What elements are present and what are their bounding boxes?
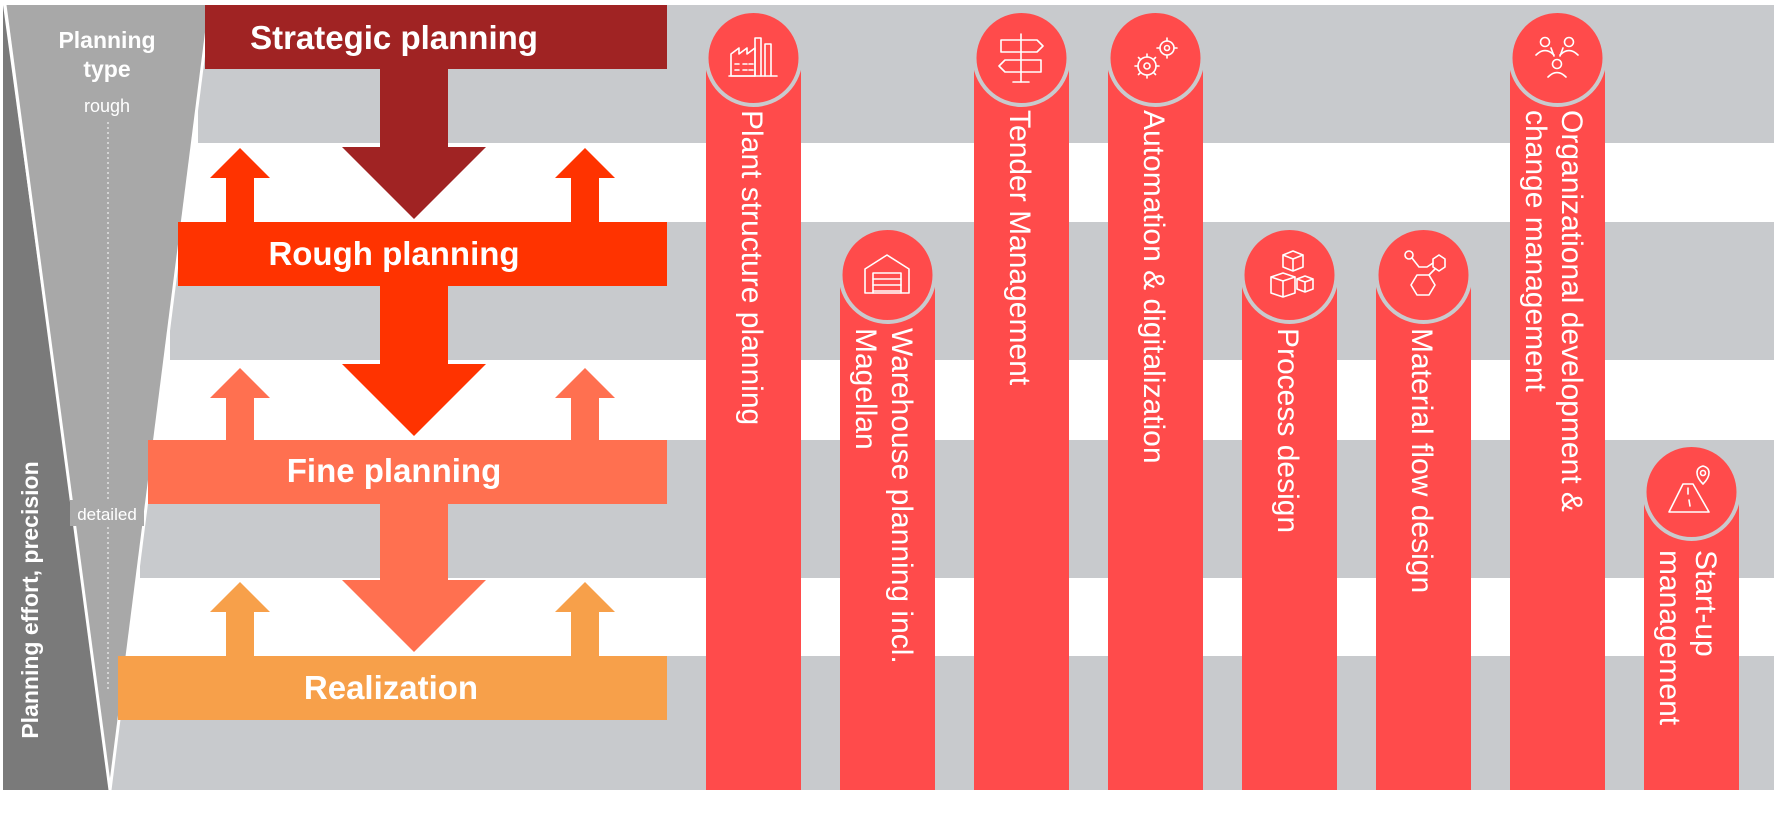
column-body bbox=[706, 60, 801, 790]
arrow-up-realization-right bbox=[555, 582, 615, 656]
service-column-organizational: Organizational development & change mana… bbox=[1508, 9, 1607, 790]
column-label-tender: Tender Management bbox=[1003, 110, 1036, 386]
planning-type-title-line1: Planning bbox=[58, 27, 155, 53]
column-label-plant-structure: Plant structure planning bbox=[735, 110, 768, 425]
arrow-up-rough-left bbox=[210, 148, 270, 222]
warehouse-icon bbox=[864, 254, 910, 294]
arrow-down-fine bbox=[342, 504, 486, 652]
phase-levels: Strategic planning Rough planning Fine p… bbox=[118, 5, 667, 720]
column-body bbox=[1376, 280, 1471, 790]
phase-bar-realization bbox=[118, 656, 667, 720]
phase-label-fine: Fine planning bbox=[287, 452, 501, 489]
column-cap bbox=[1508, 9, 1607, 107]
column-body bbox=[1510, 60, 1605, 790]
service-column-startup: Start-up management bbox=[1642, 443, 1741, 790]
boxes-icon bbox=[1270, 250, 1314, 298]
phase-label-strategic: Strategic planning bbox=[250, 19, 538, 56]
service-column-automation: Automation & digitalization bbox=[1106, 9, 1205, 790]
column-body bbox=[1108, 60, 1203, 790]
funnel: Planning type rough detailed Planning ef… bbox=[3, 4, 212, 791]
service-columns: Plant structure planning Warehouse plann… bbox=[704, 9, 1741, 790]
factory-icon bbox=[728, 37, 778, 77]
column-body bbox=[1242, 280, 1337, 790]
phase-bar-rough bbox=[178, 222, 667, 286]
column-cap bbox=[1642, 443, 1741, 541]
column-label-startup-line2: management bbox=[1653, 550, 1686, 726]
service-column-warehouse: Warehouse planning incl. Magellan bbox=[838, 226, 937, 790]
gears-icon bbox=[1134, 37, 1178, 79]
phase-label-rough: Rough planning bbox=[268, 235, 519, 272]
column-body bbox=[974, 60, 1069, 790]
arrow-up-fine-right bbox=[555, 368, 615, 440]
column-body bbox=[1644, 500, 1739, 790]
column-label-process-design: Process design bbox=[1271, 328, 1304, 533]
planning-type-title-line2: type bbox=[83, 56, 130, 82]
arrow-down-rough bbox=[342, 286, 486, 436]
signpost-icon bbox=[998, 33, 1044, 83]
detailed-label: detailed bbox=[77, 505, 137, 524]
people-icon bbox=[1535, 36, 1579, 78]
column-label-warehouse-line2: Magellan bbox=[849, 328, 882, 450]
service-column-tender: Tender Management bbox=[972, 9, 1071, 790]
rough-label: rough bbox=[84, 96, 130, 116]
arrow-up-rough-right bbox=[555, 148, 615, 222]
phase-bar-strategic bbox=[205, 5, 667, 69]
column-cap bbox=[838, 226, 937, 324]
column-label-organizational-line2: change management bbox=[1519, 110, 1552, 393]
service-column-material-flow: Material flow design bbox=[1374, 226, 1473, 790]
column-label-startup-line1: Start-up bbox=[1689, 550, 1722, 657]
road-pin-icon bbox=[1668, 465, 1710, 513]
column-cap bbox=[704, 9, 803, 107]
column-label-organizational-line1: Organizational development & bbox=[1555, 110, 1588, 512]
arrow-down-strategic bbox=[342, 69, 486, 219]
arrow-up-realization-left bbox=[210, 582, 270, 656]
column-label-material-flow: Material flow design bbox=[1405, 328, 1438, 593]
planning-effort-axis-label: Planning effort, precision bbox=[17, 461, 43, 738]
funnel-divider bbox=[3, 4, 112, 791]
arrow-up-fine-left bbox=[210, 368, 270, 440]
column-label-warehouse-line1: Warehouse planning incl. bbox=[885, 328, 918, 664]
service-column-process-design: Process design bbox=[1240, 226, 1339, 790]
molecule-icon bbox=[1404, 250, 1446, 296]
column-label-automation: Automation & digitalization bbox=[1137, 110, 1170, 464]
service-column-plant-structure: Plant structure planning bbox=[704, 9, 803, 790]
phase-bar-fine bbox=[148, 440, 667, 504]
column-body bbox=[840, 280, 935, 790]
phase-label-realization: Realization bbox=[304, 669, 478, 706]
